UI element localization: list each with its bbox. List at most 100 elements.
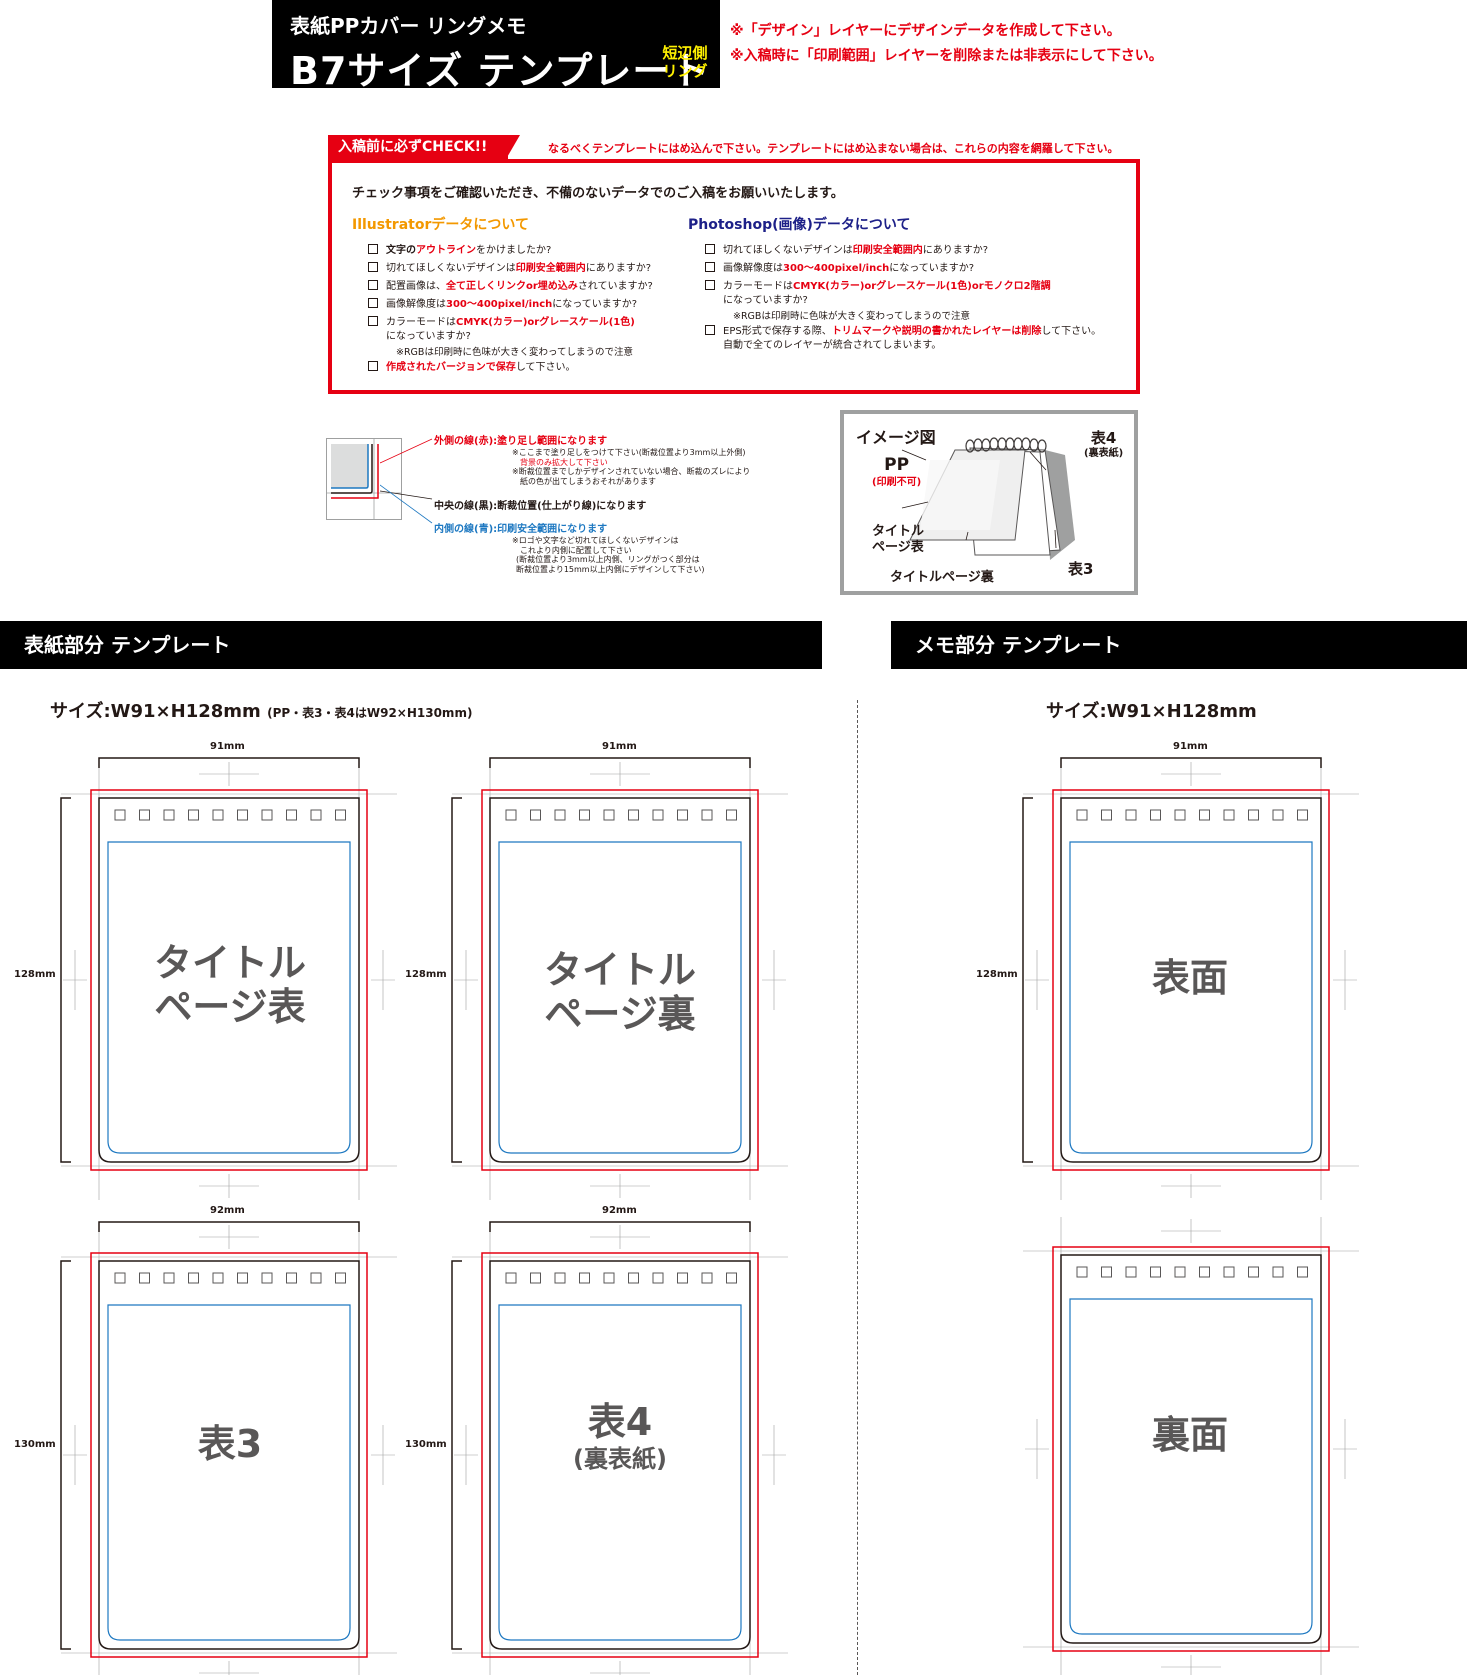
checklist-item[interactable]: EPS形式で保存する際、トリムマークや説明の書かれたレイヤーは削除して下さい。 <box>705 325 1101 338</box>
ring-hole <box>554 809 566 821</box>
legend-leader-lines <box>380 438 433 524</box>
ring-hole <box>139 1272 150 1284</box>
template-height-label: 130mm <box>14 1439 56 1450</box>
ring-hole <box>628 1272 639 1284</box>
ring-hole <box>579 1272 590 1284</box>
trim-line <box>489 797 751 1163</box>
eps-note: 自動で全てのレイヤーが統合されてしまいます。 <box>723 340 942 351</box>
ring-hole <box>505 809 517 821</box>
ring-hole <box>163 809 175 821</box>
label-title-front: タイトル ページ表 <box>872 524 925 555</box>
checkbox-icon[interactable] <box>705 244 715 254</box>
ring-hole <box>1223 809 1235 821</box>
checkbox-icon[interactable] <box>368 244 378 254</box>
height-dimension-line <box>451 1260 462 1650</box>
ring-hole <box>212 809 224 821</box>
template-height-label: 128mm <box>976 969 1018 980</box>
checklist-item[interactable]: カラーモードはCMYK(カラー)orグレースケール(1色) <box>368 316 635 329</box>
ring-hole <box>310 1272 322 1284</box>
panel-label-front: 表面 <box>1151 956 1228 1000</box>
trim-line <box>489 1260 751 1650</box>
trim-line <box>1060 1254 1322 1644</box>
height-dimension-line <box>1022 797 1033 1163</box>
checklist-item[interactable]: 切れてほしくないデザインは印刷安全範囲内にありますか? <box>705 244 988 257</box>
bleed-line <box>1052 789 1330 1171</box>
ring-hole <box>1248 809 1259 821</box>
ring-hole <box>163 1272 175 1284</box>
ring-hole <box>1125 1266 1137 1278</box>
checkbox-icon[interactable] <box>368 298 378 308</box>
checklist-item[interactable]: 切れてほしくないデザインは印刷安全範囲内にありますか? <box>368 262 651 275</box>
checklist-item[interactable]: 作成されたバージョンで保存して下さい。 <box>368 361 576 374</box>
ring-hole <box>1174 809 1186 821</box>
legend-inner-notes: ※ロゴや文字など切れてほしくないデザインは これより内側に配置して下さい (断裁… <box>512 536 705 574</box>
panel-label-back3: 表3 <box>197 1422 263 1466</box>
ring-hole <box>726 1272 737 1284</box>
ring-hole <box>335 1272 346 1284</box>
notebook-illustration <box>901 437 1075 560</box>
checkbox-icon[interactable] <box>368 262 378 272</box>
template-height-label: 130mm <box>405 1439 447 1450</box>
checklist-item[interactable]: 画像解像度は300〜400pixel/inchになっていますか? <box>705 262 974 275</box>
ring-hole <box>701 1272 713 1284</box>
width-dimension-line <box>98 757 360 768</box>
header-subtitle: 表紙PPカバー リングメモ <box>290 14 527 38</box>
ring-hole <box>286 809 297 821</box>
ring-hole <box>1076 1266 1088 1278</box>
panel-label-title-front: タイトル ページ表 <box>153 941 306 1029</box>
ring-hole <box>677 1272 688 1284</box>
checklist-lead: チェック事項をご確認いただき、不備のないデータでのご入稿をお願いいたします。 <box>352 186 844 201</box>
ring-hole <box>530 809 541 821</box>
ring-hole <box>1297 809 1308 821</box>
safe-line <box>1069 841 1313 1154</box>
section-divider <box>857 700 858 1675</box>
ring-hole <box>579 809 590 821</box>
ring-hole <box>1101 1266 1112 1278</box>
legend-middle: 中央の線(黒):断裁位置(仕上がり線)になります <box>434 501 647 512</box>
ring-hole <box>1199 809 1210 821</box>
ring-hole <box>1272 809 1284 821</box>
checklist-item[interactable]: 文字のアウトラインをかけましたか? <box>368 244 551 257</box>
checkbox-icon[interactable] <box>705 325 715 335</box>
checkbox-icon[interactable] <box>368 280 378 290</box>
ring-hole <box>1150 809 1161 821</box>
cover-size-label: サイズ:W91×H128mm (PP・表3・表4はW92×H130mm) <box>50 701 473 722</box>
checklist-item[interactable]: カラーモードはCMYK(カラー)orグレースケール(1色)orモノクロ2階調 <box>705 280 1051 293</box>
photoshop-heading: Photoshop(画像)データについて <box>688 217 911 233</box>
ring-hole <box>188 1272 199 1284</box>
bleed-line <box>481 789 759 1171</box>
ring-hole <box>310 809 322 821</box>
template-height-label: 128mm <box>405 969 447 980</box>
ring-badge-line1: 短辺側 <box>662 44 708 62</box>
safe-line <box>498 1304 742 1641</box>
ring-hole <box>286 1272 297 1284</box>
ring-hole <box>1101 809 1112 821</box>
ring-hole <box>1076 809 1088 821</box>
label-pp: PP (印刷不可) <box>872 455 922 488</box>
check-note: なるべくテンプレートにはめ込んで下さい。テンプレートにはめ込まない場合は、これら… <box>548 142 1119 155</box>
template-width-label: 91mm <box>602 741 637 752</box>
checkbox-icon[interactable] <box>368 361 378 371</box>
template-width-label: 91mm <box>210 741 245 752</box>
panel-label-back: 裏面 <box>1151 1413 1228 1457</box>
checklist-panel <box>328 159 1140 394</box>
checkbox-icon[interactable] <box>368 316 378 326</box>
checkbox-icon[interactable] <box>705 280 715 290</box>
width-dimension-line <box>489 1221 751 1232</box>
ring-hole <box>188 809 199 821</box>
height-dimension-line <box>60 1260 71 1650</box>
ring-hole <box>335 809 346 821</box>
safe-line <box>498 841 742 1154</box>
width-dimension-line <box>1060 757 1322 768</box>
checklist-item[interactable]: 配置画像は、全て正しくリンクor埋め込みされていますか? <box>368 280 653 293</box>
checkbox-icon[interactable] <box>705 262 715 272</box>
width-dimension-line <box>98 1221 360 1232</box>
ring-hole <box>1223 1266 1235 1278</box>
notice-print-layer: ※入稿時に「印刷範囲」レイヤーを削除または非表示にして下さい。 <box>730 48 1163 64</box>
checklist-item[interactable]: 画像解像度は300〜400pixel/inchになっていますか? <box>368 298 637 311</box>
trim-line <box>98 797 360 1163</box>
ring-hole <box>1150 1266 1161 1278</box>
checklist-continuation: になっていますか? <box>723 295 808 306</box>
trim-line <box>98 1260 360 1650</box>
memo-size-label: サイズ:W91×H128mm <box>1046 701 1257 722</box>
